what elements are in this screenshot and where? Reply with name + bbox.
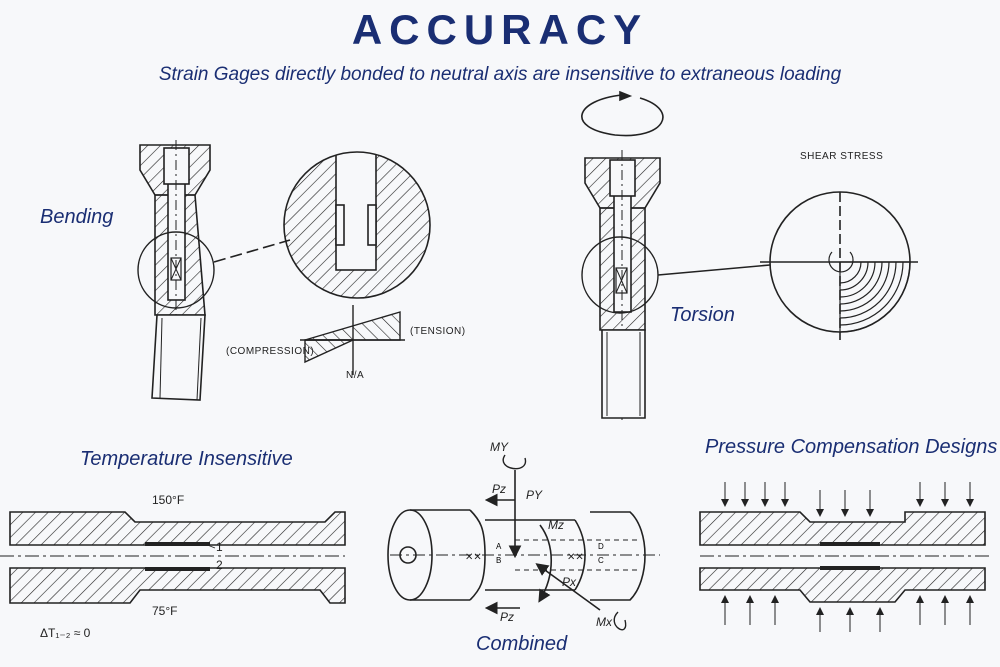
px-label: Px (562, 575, 577, 589)
gage-1-label: 1 (216, 540, 223, 554)
pz-bottom-label: Pz (500, 610, 515, 624)
svg-text:✕✕: ✕✕ (465, 552, 482, 563)
my-label: MY (490, 440, 508, 454)
pressure-bar (699, 482, 990, 632)
top-temperature: 150°F (152, 493, 185, 507)
mz-label: Mz (548, 518, 564, 532)
shear-stress-label: SHEAR STRESS (800, 151, 884, 162)
delta-temperature: ΔT₁₋₂ ≈ 0 (40, 626, 91, 640)
gage-a-label: A (496, 542, 502, 551)
temperature-bar (0, 511, 346, 604)
bending-stress-diagram (300, 305, 405, 375)
bending-bolt (137, 140, 291, 401)
pz-top-label: Pz (492, 482, 507, 496)
gage-d-label: D (598, 542, 604, 551)
page-subtitle: Strain Gages directly bonded to neutral … (158, 64, 842, 85)
torsion-label: Torsion (670, 304, 735, 326)
torsion-shear-circle (760, 191, 918, 340)
pressure-label: Pressure Compensation Designs (705, 436, 998, 458)
combined-cylinder: ✕✕ ✕✕ (387, 454, 660, 631)
neutral-axis-label: N/A (346, 370, 365, 381)
svg-text:✕✕: ✕✕ (567, 552, 584, 563)
torsion-bolt (581, 90, 771, 420)
gage-2-label: 2 (216, 558, 223, 572)
py-label: PY (526, 488, 543, 502)
combined-label: Combined (476, 633, 568, 655)
gage-b-label: B (496, 556, 502, 565)
mx-label: Mx (596, 615, 612, 629)
page-title: ACCURACY (351, 6, 649, 53)
gage-c-label: C (598, 556, 604, 565)
bending-label: Bending (40, 206, 114, 228)
bending-detail-circle (283, 151, 431, 299)
compression-label: (COMPRESSION) (226, 346, 315, 357)
bottom-temperature: 75°F (152, 604, 178, 618)
temperature-label: Temperature Insensitive (80, 448, 293, 470)
tension-label: (TENSION) (410, 326, 466, 337)
